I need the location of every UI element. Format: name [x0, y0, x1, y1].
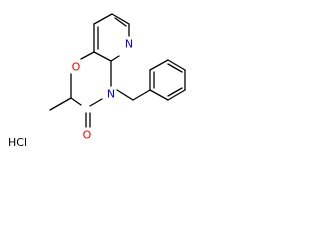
bond: [80, 51, 95, 60]
bond: [93, 13, 113, 25]
bond: [167, 59, 186, 71]
bond: [149, 89, 169, 101]
chemical-structure: O N N O HCl: [8, 13, 186, 149]
bond: [149, 59, 169, 71]
oxazine-ring: [70, 51, 112, 107]
bond: [70, 97, 82, 106]
bond: [167, 87, 183, 97]
bond: [110, 55, 120, 62]
bond: [111, 13, 130, 25]
benzene-ring: [132, 59, 186, 101]
bond: [89, 98, 103, 107]
bond: [93, 51, 112, 62]
bond: [132, 89, 151, 101]
bond: [116, 89, 134, 101]
bond: [114, 17, 127, 27]
salt-label: HCl: [8, 136, 27, 149]
bond: [49, 97, 72, 111]
carbonyl-oxygen-label: O: [83, 129, 92, 142]
pyridine-nitrogen-label: N: [125, 38, 133, 51]
bond: [167, 63, 183, 73]
bond: [167, 89, 186, 101]
amide-nitrogen-label: N: [107, 88, 115, 101]
ring-oxygen-label: O: [72, 61, 81, 74]
substituents: [49, 89, 134, 128]
pyridine-ring: [93, 13, 130, 62]
